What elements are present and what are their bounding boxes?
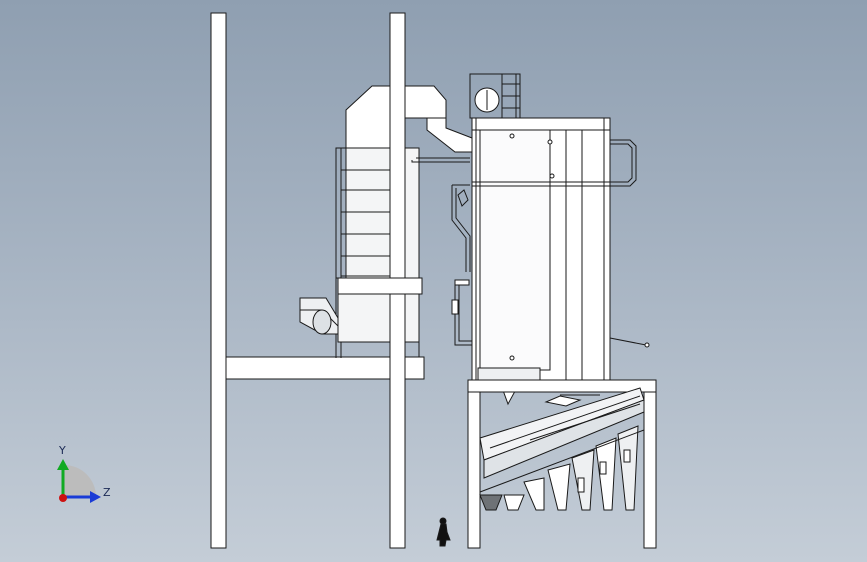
axis-triad: [57, 459, 101, 503]
lower-frame: [467, 379, 657, 549]
lower-beam: [225, 356, 425, 380]
inclined-conveyor: [479, 387, 645, 479]
elbow-duct: [299, 297, 339, 335]
tower-body: [335, 147, 423, 358]
main-box: [471, 117, 611, 381]
axis-z-label: Z: [103, 486, 111, 499]
piping: [411, 157, 472, 346]
left-column: [210, 12, 227, 549]
axis-y-label: Y: [59, 444, 66, 457]
human-figure: [436, 523, 451, 547]
top-hood: [345, 85, 473, 153]
gauge-frame: [469, 73, 521, 119]
side-pipe: [609, 139, 650, 348]
chute-row: [479, 425, 645, 511]
